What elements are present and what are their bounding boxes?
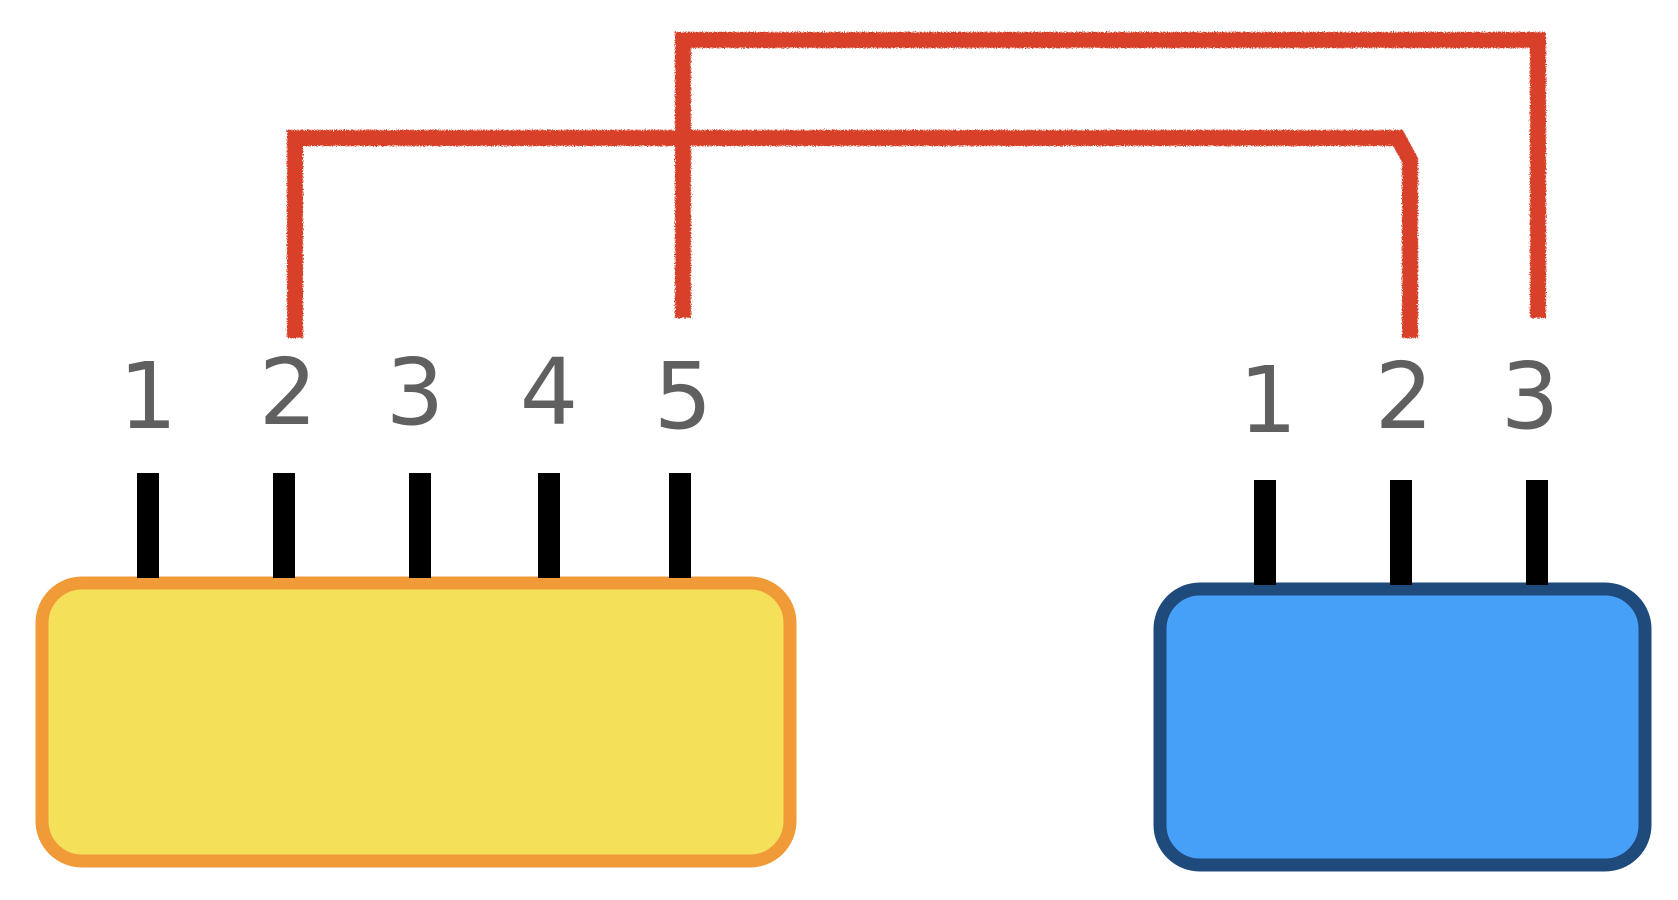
left-component: 1 2 3 4 5 [35, 339, 797, 868]
right-pin-label-3: 3 [1501, 343, 1560, 450]
left-pin-label-1: 1 [119, 343, 178, 450]
right-component-body [1153, 582, 1652, 872]
left-pin-label-4: 4 [520, 339, 579, 446]
left-pin-3 [409, 473, 431, 578]
left-pin-label-5: 5 [654, 343, 713, 450]
left-pin-2 [273, 473, 295, 578]
wires [287, 32, 1546, 338]
right-component: 1 2 3 [1153, 343, 1652, 872]
right-pin-2 [1390, 480, 1412, 585]
wire-left-2-to-right-2 [287, 130, 1418, 338]
right-pin-3 [1526, 480, 1548, 585]
left-component-body [35, 576, 797, 868]
left-pin-5 [669, 473, 691, 578]
right-pin-label-2: 2 [1375, 343, 1434, 450]
left-pin-4 [538, 473, 560, 578]
left-pin-label-2: 2 [259, 339, 318, 446]
left-pin-label-3: 3 [386, 339, 445, 446]
left-pin-1 [137, 473, 159, 578]
wire-left-5-to-right-3 [675, 32, 1546, 318]
right-pin-1 [1254, 480, 1276, 585]
right-pin-label-1: 1 [1239, 347, 1298, 454]
